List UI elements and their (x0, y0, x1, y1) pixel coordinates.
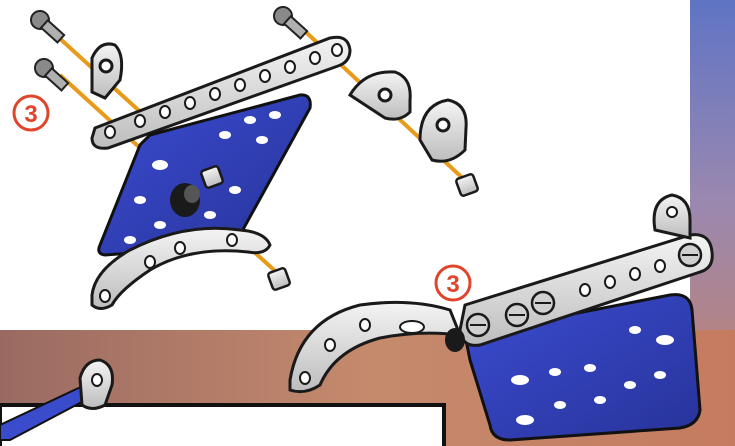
step-marker: 3 (436, 266, 470, 300)
step-marker: 3 (14, 96, 48, 130)
spacer-icon (170, 183, 200, 217)
step-number: 3 (446, 271, 459, 298)
step-number: 3 (24, 101, 37, 128)
